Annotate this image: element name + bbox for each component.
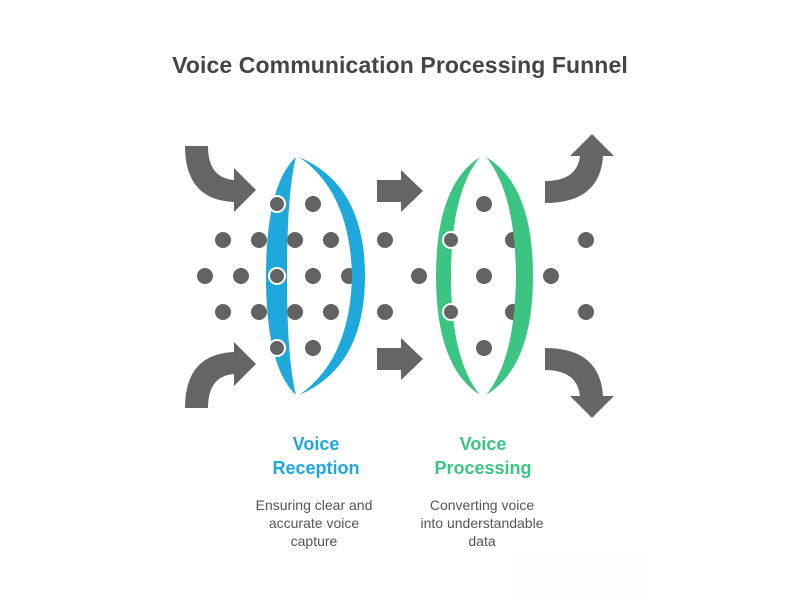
- data-dot: [287, 304, 303, 320]
- curved-arrow-out-down-icon: [545, 348, 614, 418]
- crossing-data-dot: [442, 303, 460, 321]
- curved-arrow-in-top-icon: [185, 146, 256, 212]
- processing-description-line3: data: [468, 533, 496, 549]
- data-dot: [251, 232, 267, 248]
- processing-description-line2: into understandable: [420, 515, 544, 531]
- data-dot: [323, 304, 339, 320]
- data-dot: [323, 232, 339, 248]
- processing-label: Voice Processing: [393, 432, 573, 480]
- data-dot: [377, 304, 393, 320]
- reception-description: Ensuring clear and accurate voice captur…: [224, 496, 404, 550]
- background-patch: [512, 555, 647, 600]
- reception-label-line2: Reception: [272, 458, 360, 478]
- data-dot: [578, 304, 594, 320]
- crossing-data-dot: [268, 339, 286, 357]
- reception-description-line2: accurate voice: [268, 515, 360, 531]
- processing-description: Converting voice into understandable dat…: [392, 496, 572, 550]
- reception-label: Voice Reception: [226, 432, 406, 480]
- crossing-dots-group: [268, 195, 460, 357]
- data-dots-group: [197, 196, 594, 356]
- processing-description-line1: Converting voice: [429, 497, 535, 513]
- curved-arrow-out-up-icon: [545, 134, 614, 203]
- reception-description-line1: Ensuring clear and: [255, 497, 373, 513]
- data-dot: [251, 304, 267, 320]
- data-dot: [305, 268, 321, 284]
- data-dot: [476, 196, 492, 212]
- data-dot: [233, 268, 249, 284]
- processing-label-line2: Processing: [434, 458, 532, 478]
- diagram-title: Voice Communication Processing Funnel: [172, 52, 628, 78]
- data-dot: [411, 268, 427, 284]
- straight-arrow-top-icon: [377, 170, 423, 212]
- data-dot: [377, 232, 393, 248]
- data-dot: [305, 340, 321, 356]
- data-dot: [215, 304, 231, 320]
- reception-label-line1: Voice: [292, 434, 340, 454]
- crossing-data-dot: [268, 267, 286, 285]
- crossing-data-dot: [442, 231, 460, 249]
- data-dot: [578, 232, 594, 248]
- processing-filter-ring-icon: [436, 157, 533, 395]
- data-dot: [287, 232, 303, 248]
- processing-label-line1: Voice: [459, 434, 507, 454]
- data-dot: [543, 268, 559, 284]
- curved-arrow-in-bottom-icon: [185, 342, 256, 408]
- data-dot: [197, 268, 213, 284]
- data-dot: [305, 196, 321, 212]
- data-dot: [476, 340, 492, 356]
- reception-description-line3: capture: [290, 533, 338, 549]
- data-dot: [215, 232, 231, 248]
- straight-arrow-bottom-icon: [377, 338, 423, 380]
- data-dot: [476, 268, 492, 284]
- crossing-data-dot: [268, 195, 286, 213]
